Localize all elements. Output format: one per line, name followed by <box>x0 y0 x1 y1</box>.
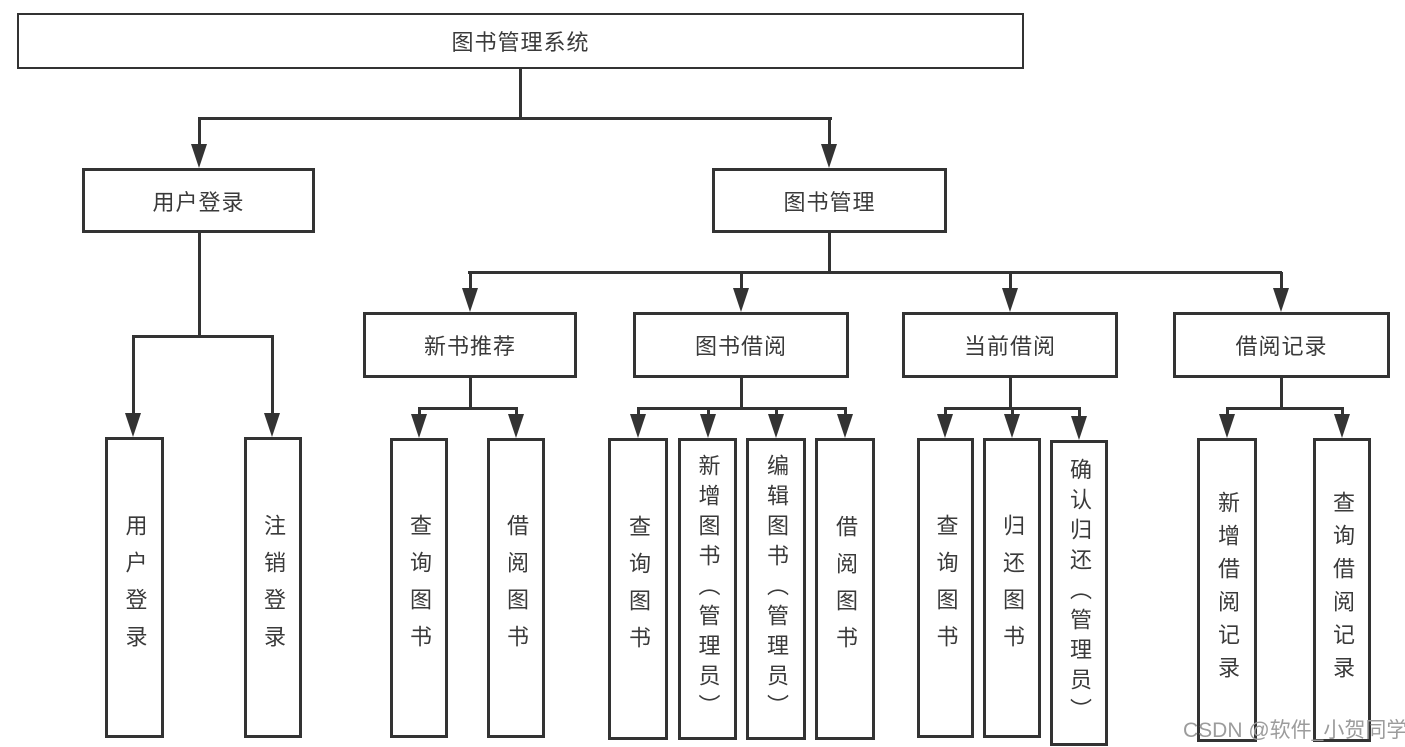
node-borrow-book-1: 借阅图书 <box>487 438 545 738</box>
arrow-down-icon <box>1071 416 1087 440</box>
node-edit-book-admin: 编辑图书（管理员） <box>746 438 806 740</box>
connector-line <box>469 378 472 410</box>
connector-line <box>1280 272 1283 292</box>
connector-line <box>1226 407 1344 410</box>
node-book-borrowing: 图书借阅 <box>633 312 849 378</box>
connector-line <box>740 272 743 292</box>
connector-line <box>1280 378 1283 410</box>
node-query-borrow-record: 查询借阅记录 <box>1313 438 1371 742</box>
connector-line <box>418 407 518 410</box>
arrow-down-icon <box>264 413 280 437</box>
connector-line <box>132 336 135 416</box>
connector-line <box>828 118 831 148</box>
node-add-borrow-record: 新增借阅记录 <box>1197 438 1257 742</box>
node-query-book-2: 查询图书 <box>608 438 668 740</box>
node-confirm-return-admin: 确认归还（管理员） <box>1050 440 1108 746</box>
arrow-down-icon <box>733 288 749 312</box>
node-label: 查询图书 <box>933 514 959 662</box>
arrow-down-icon <box>508 414 524 438</box>
node-label: 用户登录 <box>122 513 148 662</box>
watermark: CSDN @软件_小贺同学 <box>1183 719 1405 742</box>
connector-line <box>1009 378 1012 410</box>
connector-line <box>469 272 472 292</box>
node-label: 借阅图书 <box>504 514 529 662</box>
node-label: 借阅图书 <box>833 515 858 663</box>
connector-line <box>198 117 832 120</box>
connector-line <box>198 233 201 337</box>
arrow-down-icon <box>937 414 953 438</box>
node-label: 注销登录 <box>261 513 286 662</box>
connector-line <box>132 335 274 338</box>
node-book-management: 图书管理 <box>712 168 947 233</box>
connector-line <box>1009 272 1012 292</box>
arrow-down-icon <box>821 144 837 168</box>
arrow-down-icon <box>411 414 427 438</box>
arrow-down-icon <box>768 414 784 438</box>
node-borrowing-records: 借阅记录 <box>1173 312 1390 378</box>
arrow-down-icon <box>191 144 207 168</box>
arrow-down-icon <box>462 288 478 312</box>
node-query-book-1: 查询图书 <box>390 438 448 738</box>
connector-line <box>519 68 522 120</box>
connector-line <box>271 336 274 416</box>
node-current-borrowing: 当前借阅 <box>902 312 1118 378</box>
node-library-management-system: 图书管理系统 <box>17 13 1024 69</box>
connector-line <box>828 233 831 274</box>
node-return-book: 归还图书 <box>983 438 1041 738</box>
arrow-down-icon <box>1219 414 1235 438</box>
arrow-down-icon <box>837 414 853 438</box>
node-add-book-admin: 新增图书（管理员） <box>678 438 737 740</box>
arrow-down-icon <box>1004 414 1020 438</box>
connector-line <box>198 118 201 148</box>
node-label: 编辑图书（管理员） <box>764 454 789 724</box>
node-logout: 注销登录 <box>244 437 302 738</box>
arrow-down-icon <box>630 414 646 438</box>
arrow-down-icon <box>1273 288 1289 312</box>
arrow-down-icon <box>1002 288 1018 312</box>
connector-line <box>740 378 743 410</box>
node-label: 新增借阅记录 <box>1215 491 1240 689</box>
node-label: 查询图书 <box>407 514 432 662</box>
node-query-book-3: 查询图书 <box>917 438 974 738</box>
node-user-login-leaf: 用户登录 <box>105 437 164 738</box>
node-label: 新增图书（管理员） <box>695 454 721 724</box>
node-label: 确认归还（管理员） <box>1067 458 1092 728</box>
node-user-login: 用户登录 <box>82 168 315 233</box>
node-label: 归还图书 <box>1000 514 1025 662</box>
connector-line <box>468 271 1282 274</box>
arrow-down-icon <box>700 414 716 438</box>
node-label: 查询图书 <box>626 515 651 663</box>
node-label: 查询借阅记录 <box>1330 491 1355 689</box>
node-borrow-book-2: 借阅图书 <box>815 438 875 740</box>
node-new-book-recommendation: 新书推荐 <box>363 312 577 378</box>
connector-line <box>1078 408 1081 420</box>
arrow-down-icon <box>1334 414 1350 438</box>
arrow-down-icon <box>125 413 141 437</box>
